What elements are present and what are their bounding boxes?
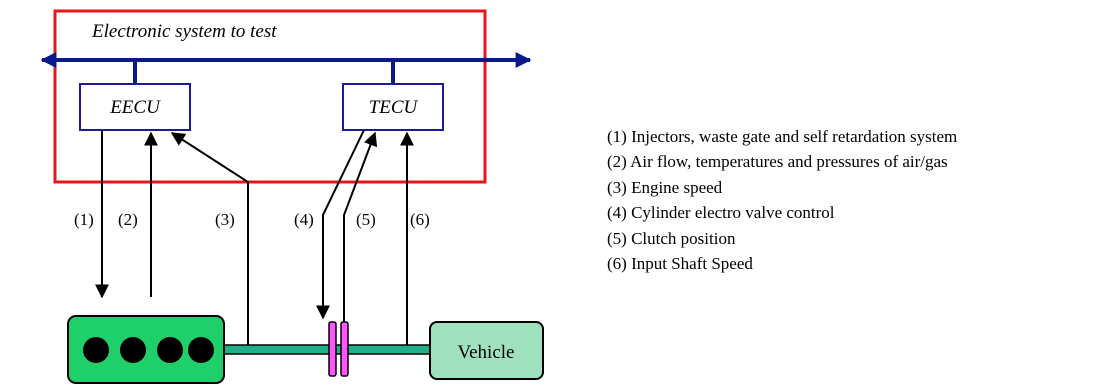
- legend-item: (2) Air flow, temperatures and pressures…: [607, 152, 948, 172]
- tecu-box: [342, 83, 444, 131]
- engine-cylinder-3: [157, 337, 183, 363]
- vehicle-box: [429, 321, 544, 380]
- legend-item: (5) Clutch position: [607, 228, 736, 248]
- signal-label-3: (3): [215, 210, 235, 229]
- vehicle-label: Vehicle: [458, 342, 515, 363]
- system-boundary: [53, 9, 487, 184]
- eecu-box: [79, 83, 191, 131]
- signal-label-5: (5): [356, 210, 376, 229]
- signal-3-arrow: [170, 132, 249, 347]
- tecu-label: TECU: [369, 97, 419, 118]
- eecu-label: EECU: [109, 97, 161, 118]
- clutch-plate-right: [340, 321, 349, 377]
- drive-shaft: [221, 344, 433, 355]
- signal-5-arrow: [343, 131, 378, 322]
- legend-item: (1) Injectors, waste gate and self retar…: [607, 127, 958, 146]
- signal-label-6: (6): [410, 210, 430, 229]
- clutch-plate-left: [328, 321, 337, 377]
- engine-cylinder-2: [120, 337, 146, 363]
- signal-label-2: (2): [118, 210, 138, 229]
- legend: (1) Injectors, waste gate and self retar…: [607, 124, 957, 276]
- engine-cylinder-4: [188, 337, 214, 363]
- signal-label-4: (4): [294, 210, 314, 229]
- signal-4-arrow: [316, 129, 365, 320]
- legend-item: (3) Engine speed: [607, 177, 723, 197]
- signal-label-1: (1): [74, 210, 94, 229]
- engine-cylinder-1: [83, 337, 109, 363]
- engine-block: [67, 315, 225, 384]
- legend-item: (6) Input Shaft Speed: [607, 253, 753, 273]
- system-title: Electronic system to test: [91, 21, 277, 42]
- legend-item: (4) Cylinder electro valve control: [607, 203, 835, 223]
